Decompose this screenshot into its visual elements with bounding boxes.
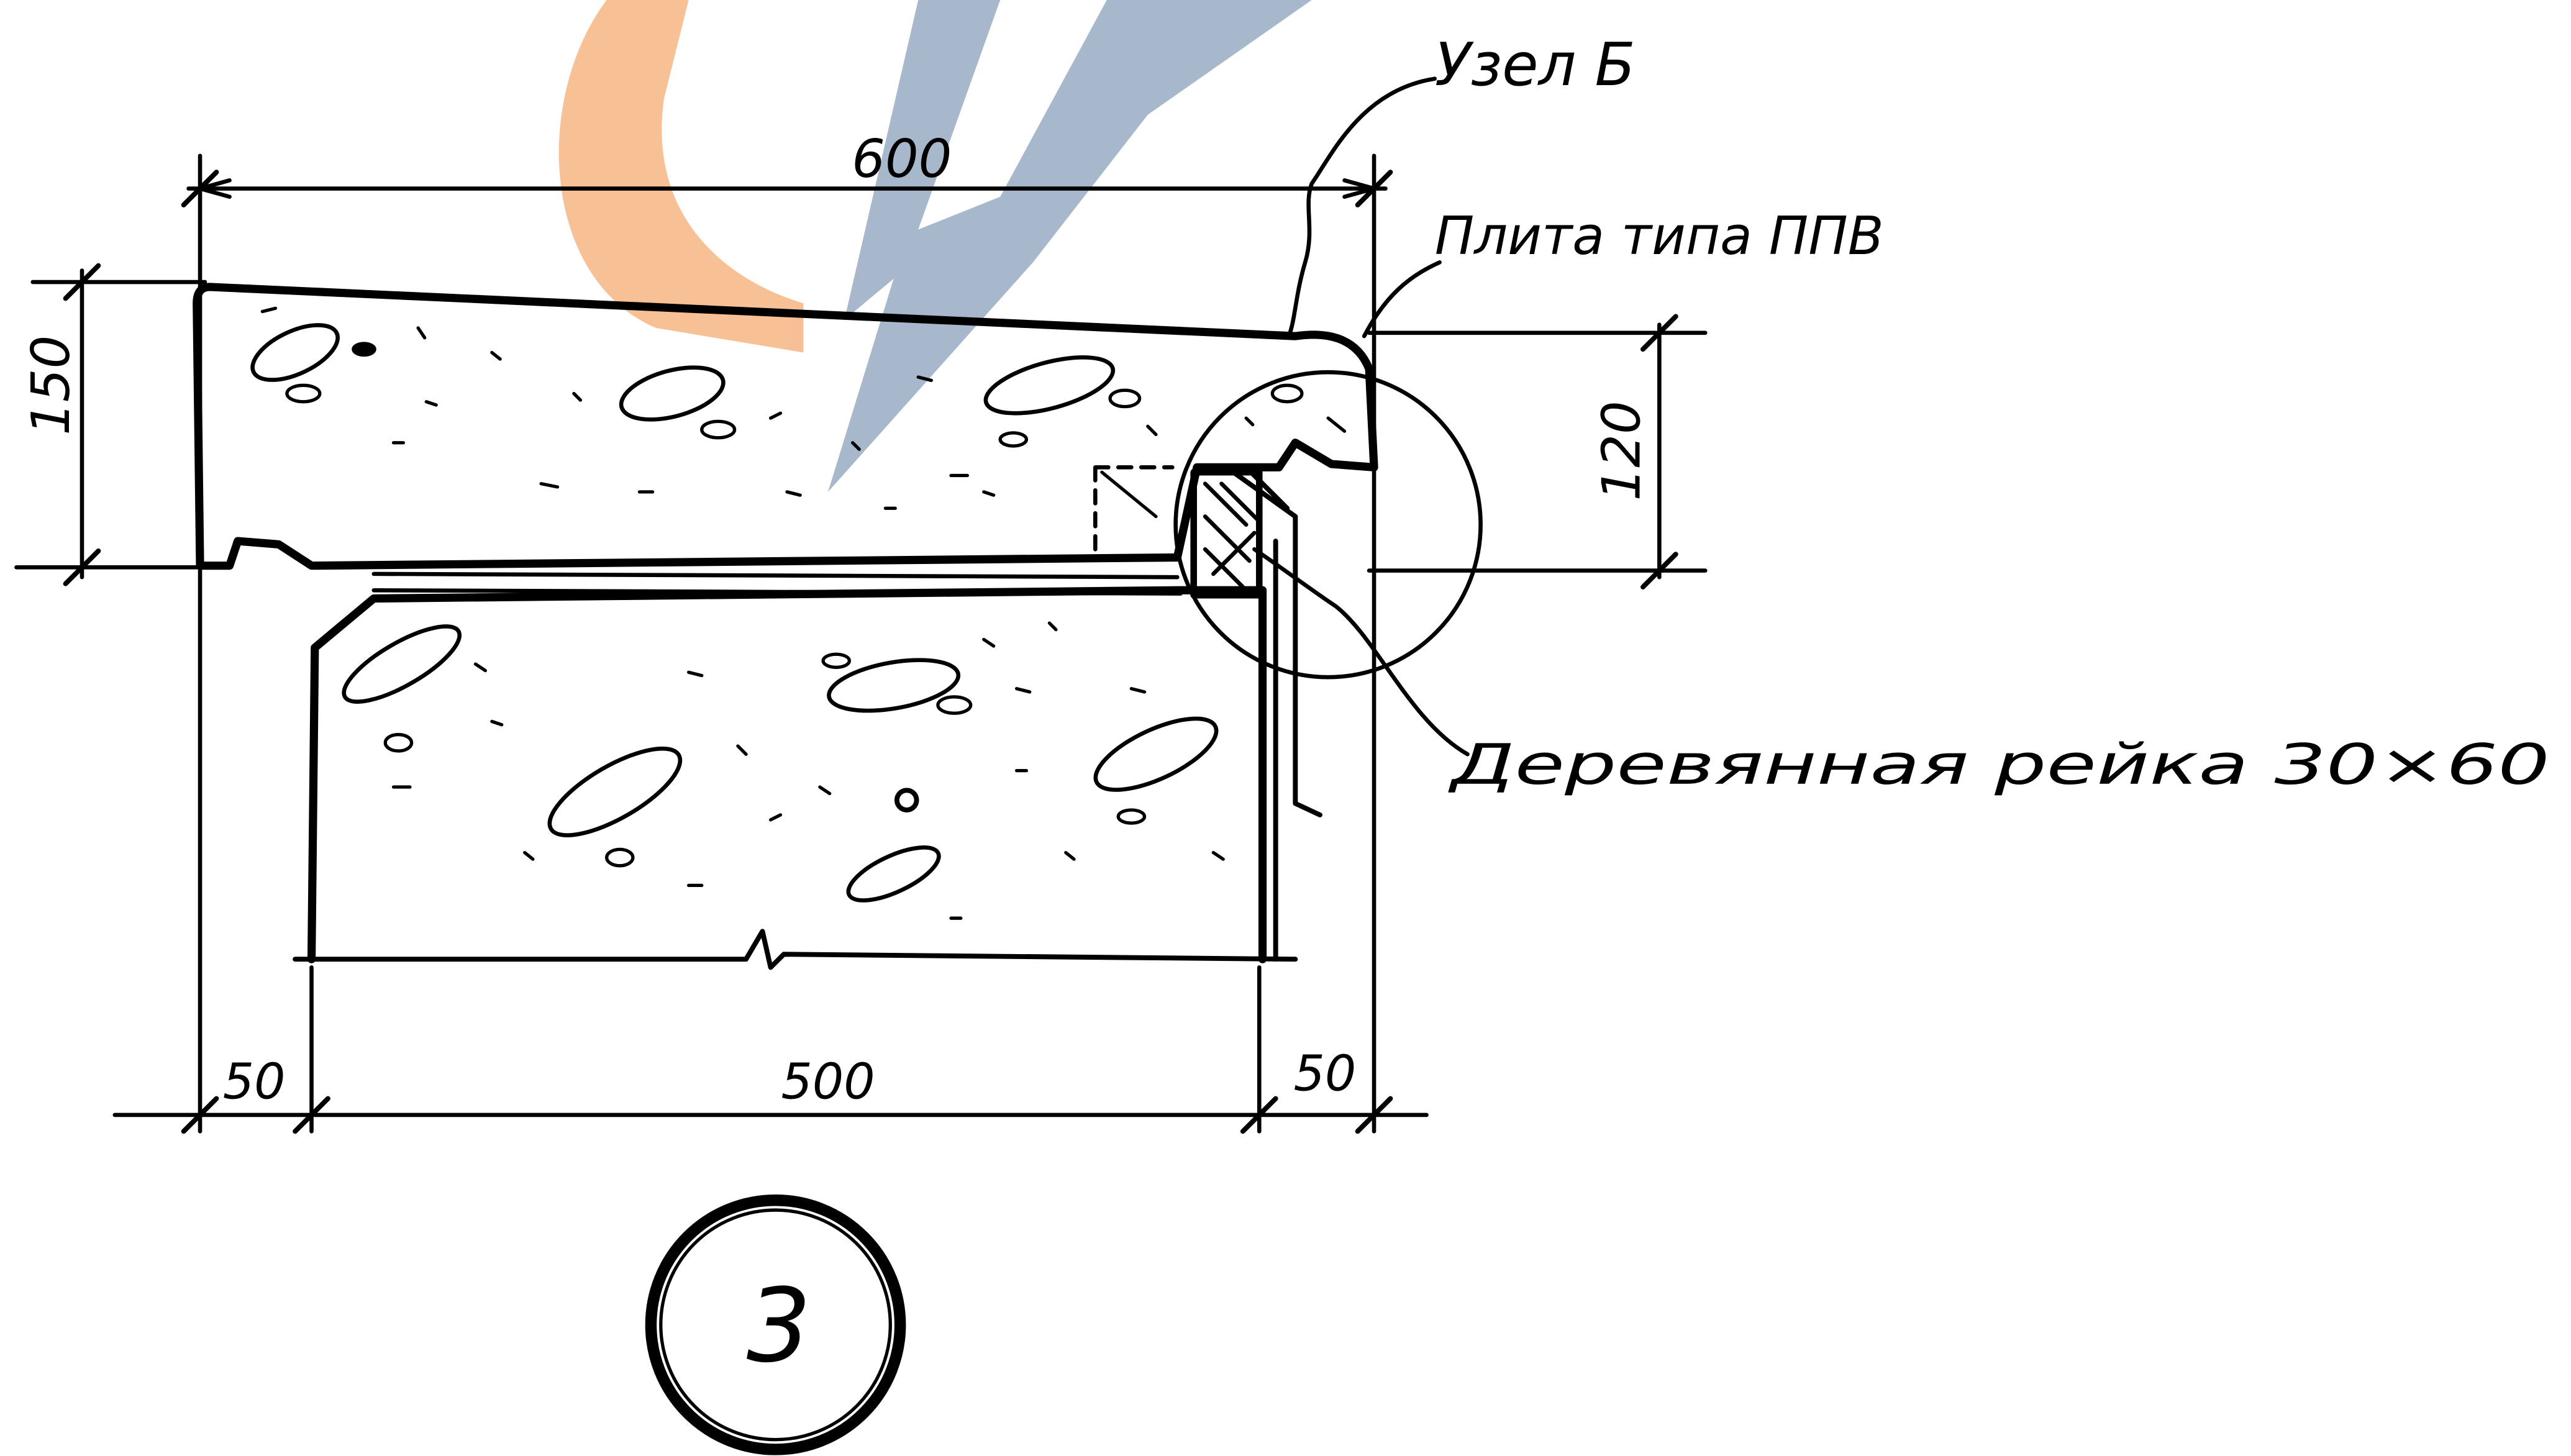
aggregate-oval bbox=[383, 732, 414, 753]
dim-left-height: 150 bbox=[20, 335, 81, 435]
aggregate-oval bbox=[342, 624, 462, 704]
aggregate-oval bbox=[547, 746, 683, 837]
concrete-speckles bbox=[391, 621, 1225, 920]
watermark-blue-bolt bbox=[828, 0, 1312, 492]
aggregate-oval bbox=[827, 658, 961, 713]
dashed-hidden-line bbox=[1093, 465, 1175, 560]
node-circle bbox=[1173, 370, 1483, 680]
mortar-bed bbox=[371, 571, 1183, 596]
sheet-number-circle-inner bbox=[659, 1208, 892, 1442]
aggregate-oval bbox=[352, 342, 376, 357]
sheet-number: 3 bbox=[747, 1267, 811, 1385]
aggregate-dot bbox=[894, 788, 919, 812]
concrete-speckles bbox=[260, 306, 1347, 510]
break-line bbox=[293, 929, 1298, 970]
wood-strip bbox=[1190, 468, 1263, 599]
aggregate-oval bbox=[998, 431, 1029, 448]
aggregate-oval bbox=[700, 419, 737, 440]
dimension-lines bbox=[14, 153, 1708, 1134]
watermark-orange-arc bbox=[558, 0, 804, 353]
aggregate-oval bbox=[1270, 383, 1304, 404]
leader-node bbox=[1286, 76, 1437, 339]
aggregate-oval bbox=[605, 847, 635, 868]
aggregate-oval bbox=[1116, 808, 1147, 825]
aggregate-oval bbox=[250, 323, 340, 382]
sheet-number-circle bbox=[645, 1194, 906, 1455]
leader-slab-type bbox=[1362, 260, 1442, 339]
aggregate-oval bbox=[821, 652, 851, 669]
dim-top-width: 600 bbox=[852, 129, 952, 189]
aggregate-oval bbox=[983, 355, 1116, 416]
aggregate-oval bbox=[1093, 716, 1219, 792]
leader-lines bbox=[1252, 76, 1470, 757]
arrow-top bbox=[198, 178, 1377, 199]
hidden-diagonal bbox=[1100, 470, 1158, 519]
aggregate-oval bbox=[1108, 388, 1142, 409]
wood-strip-hatching bbox=[1203, 481, 1262, 589]
dim-bottom-middle: 500 bbox=[781, 1053, 875, 1111]
dim-bottom-left: 50 bbox=[223, 1053, 286, 1111]
slab-type-label: Плита типа ППВ bbox=[1435, 206, 1884, 266]
sheet-number-marker: 3 bbox=[645, 1194, 906, 1455]
aggregate-oval bbox=[619, 365, 726, 422]
wood-strip-detail bbox=[1093, 465, 1322, 962]
seal-strip bbox=[1224, 465, 1322, 962]
lower-slab-outline bbox=[307, 586, 1267, 963]
aggregate-oval bbox=[936, 695, 973, 715]
leader-wood-strip bbox=[1252, 547, 1470, 757]
lower-slab bbox=[293, 571, 1298, 970]
aggregate-oval bbox=[846, 845, 941, 903]
wood-strip-label: Деревянная рейка 30×60 bbox=[1447, 733, 2549, 798]
logo-watermark-icon bbox=[558, 0, 1312, 492]
dim-right-height: 120 bbox=[1591, 401, 1652, 501]
aggregate-oval bbox=[285, 383, 322, 404]
dim-bottom-right: 50 bbox=[1293, 1045, 1356, 1102]
node-label: Узел Б bbox=[1435, 31, 1636, 99]
